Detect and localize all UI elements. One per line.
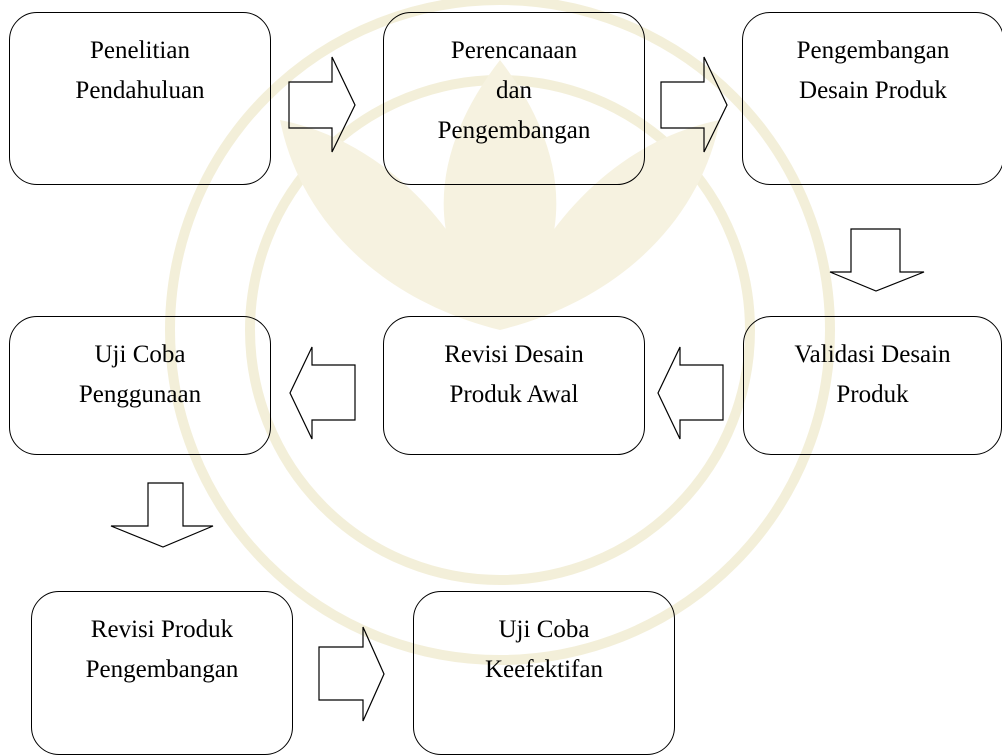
step-label: Perencanaan dan Pengembangan <box>437 37 591 144</box>
arrow-left-icon <box>289 346 356 440</box>
arrow-right-icon <box>660 56 728 153</box>
arrow-right-icon <box>318 626 385 722</box>
step-validasi-desain-produk: Validasi Desain Produk <box>743 316 1002 455</box>
step-penelitian-pendahuluan: Penelitian Pendahuluan <box>9 12 271 185</box>
step-label: Revisi Desain Produk Awal <box>444 341 584 408</box>
step-label: Penelitian Pendahuluan <box>75 37 205 104</box>
step-pengembangan-desain-produk: Pengembangan Desain Produk <box>742 12 1002 185</box>
step-revisi-desain-produk-awal: Revisi Desain Produk Awal <box>383 316 645 455</box>
step-label: Pengembangan Desain Produk <box>796 37 950 104</box>
step-uji-coba-penggunaan: Uji Coba Penggunaan <box>9 316 271 455</box>
arrow-right-icon <box>288 56 356 153</box>
step-label: Uji Coba Penggunaan <box>78 341 202 408</box>
step-label: Revisi Produk Pengembangan <box>85 616 239 683</box>
step-label: Uji Coba Keefektifan <box>485 616 603 683</box>
arrow-down-icon <box>829 228 925 292</box>
step-perencanaan-pengembangan: Perencanaan dan Pengembangan <box>383 12 645 185</box>
arrow-down-icon <box>110 482 214 548</box>
step-uji-coba-keefektifan: Uji Coba Keefektifan <box>413 591 675 755</box>
step-revisi-produk-pengembangan: Revisi Produk Pengembangan <box>31 591 293 755</box>
step-label: Validasi Desain Produk <box>794 341 951 408</box>
arrow-left-icon <box>657 346 724 440</box>
